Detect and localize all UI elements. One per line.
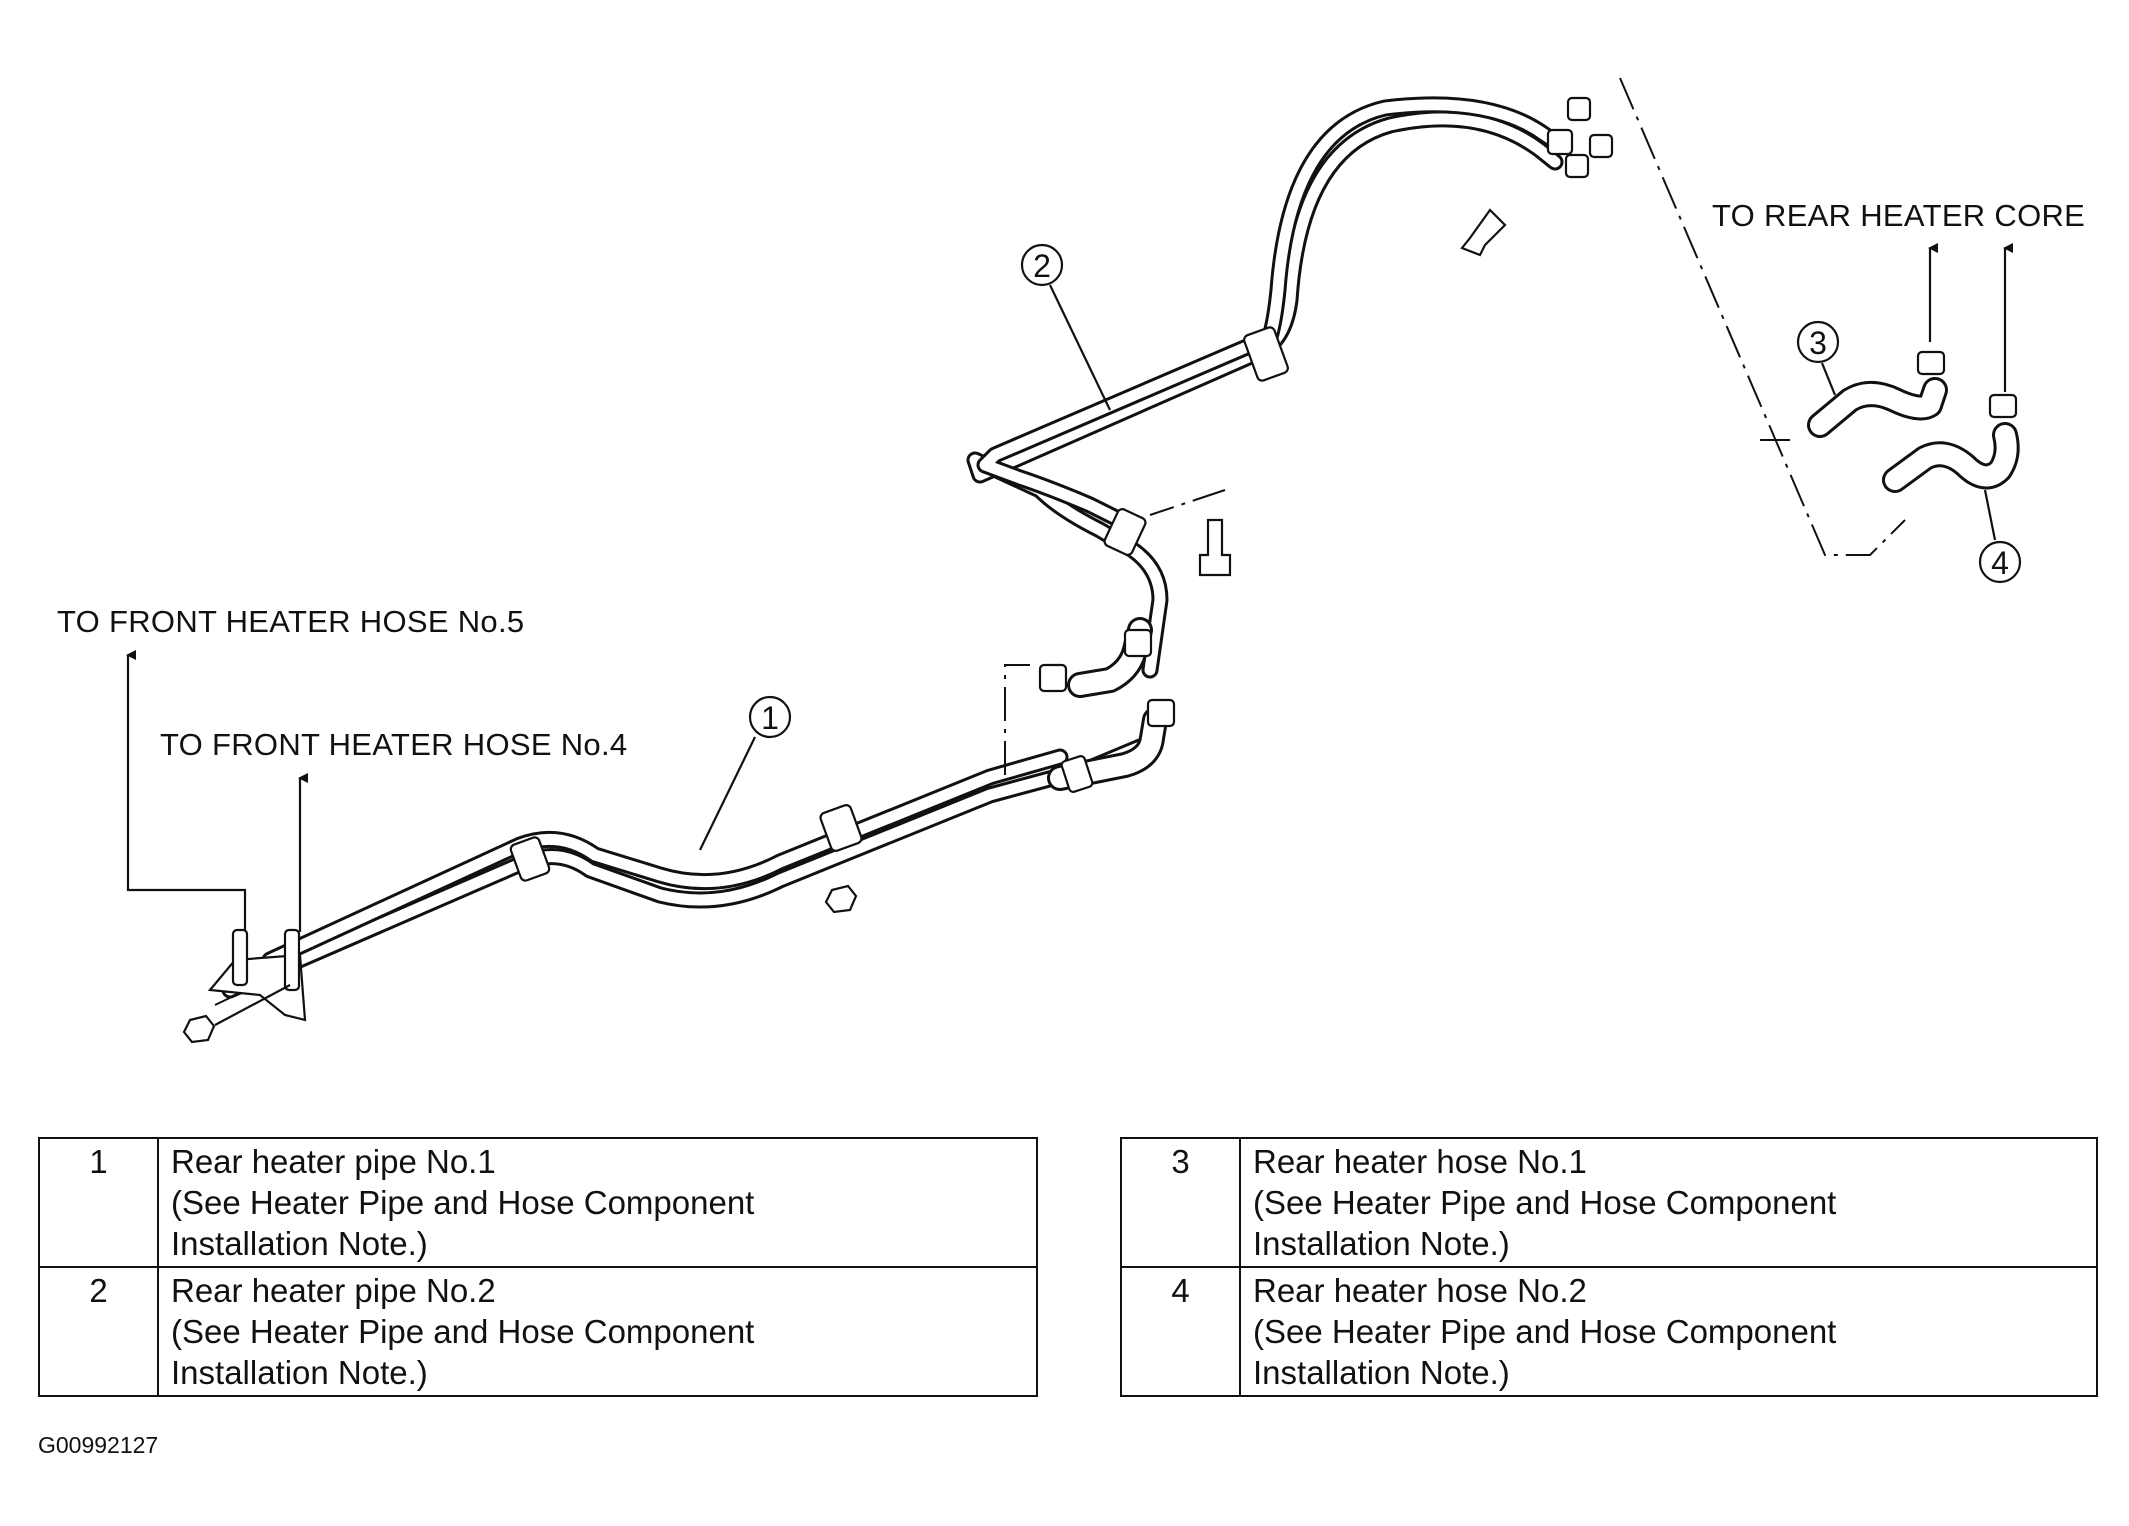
callout-2: 2	[1020, 243, 1111, 411]
mounting-bracket	[207, 928, 307, 1026]
clamps	[182, 96, 2018, 1044]
callout-4-number: 4	[1991, 545, 2009, 581]
rear-heater-pipe-1	[221, 707, 1168, 999]
legend-note: (See Heater Pipe and Hose Component	[1253, 1184, 1837, 1221]
rear-heater-hose-1	[1807, 377, 1948, 438]
legend-part-name: Rear heater pipe No.1	[171, 1143, 496, 1180]
label-front-heater-hose-5: TO FRONT HEATER HOSE No.5	[57, 604, 524, 639]
legend-row: 1 Rear heater pipe No.1 (See Heater Pipe…	[38, 1137, 1038, 1268]
callout-4: 4	[1978, 489, 2022, 584]
assembly-lines	[214, 77, 1906, 1006]
rear-heater-hose-2	[1882, 422, 2020, 493]
legend-row: 2 Rear heater pipe No.2 (See Heater Pipe…	[38, 1266, 1038, 1397]
legend-description: Rear heater pipe No.2 (See Heater Pipe a…	[157, 1266, 1038, 1397]
legend-part-name: Rear heater hose No.1	[1253, 1143, 1587, 1180]
legend-note: (See Heater Pipe and Hose Component	[171, 1184, 755, 1221]
legend-number: 2	[38, 1266, 159, 1397]
legend-number: 1	[38, 1137, 159, 1268]
callout-3: 3	[1796, 320, 1840, 396]
legend-note-cont: Installation Note.)	[1253, 1225, 1510, 1262]
legend-note-cont: Installation Note.)	[1253, 1354, 1510, 1391]
legend-part-name: Rear heater pipe No.2	[171, 1272, 496, 1309]
callout-1: 1	[699, 695, 792, 851]
figure-id: G00992127	[38, 1432, 159, 1458]
legend-number: 4	[1120, 1266, 1241, 1397]
legend-note-cont: Installation Note.)	[171, 1225, 428, 1262]
legend-row: 3 Rear heater hose No.1 (See Heater Pipe…	[1120, 1137, 2098, 1268]
legend-row: 4 Rear heater hose No.2 (See Heater Pipe…	[1120, 1266, 2098, 1397]
legend-description: Rear heater hose No.2 (See Heater Pipe a…	[1239, 1266, 2098, 1397]
flow-arrows	[126, 243, 2013, 932]
callout-1-number: 1	[761, 700, 779, 736]
callout-3-number: 3	[1809, 325, 1827, 361]
legend-note-cont: Installation Note.)	[171, 1354, 428, 1391]
legend-note: (See Heater Pipe and Hose Component	[171, 1313, 755, 1350]
legend-note: (See Heater Pipe and Hose Component	[1253, 1313, 1837, 1350]
legend-table-left: 1 Rear heater pipe No.1 (See Heater Pipe…	[38, 1137, 1038, 1397]
legend-description: Rear heater pipe No.1 (See Heater Pipe a…	[157, 1137, 1038, 1268]
label-rear-heater-core: TO REAR HEATER CORE	[1712, 198, 2085, 233]
label-front-heater-hose-4: TO FRONT HEATER HOSE No.4	[160, 727, 627, 762]
rear-heater-pipe-2	[966, 96, 1569, 698]
legend-number: 3	[1120, 1137, 1241, 1268]
callout-2-number: 2	[1033, 248, 1051, 284]
legend-part-name: Rear heater hose No.2	[1253, 1272, 1587, 1309]
legend-description: Rear heater hose No.1 (See Heater Pipe a…	[1239, 1137, 2098, 1268]
legend-table-right: 3 Rear heater hose No.1 (See Heater Pipe…	[1120, 1137, 2098, 1397]
